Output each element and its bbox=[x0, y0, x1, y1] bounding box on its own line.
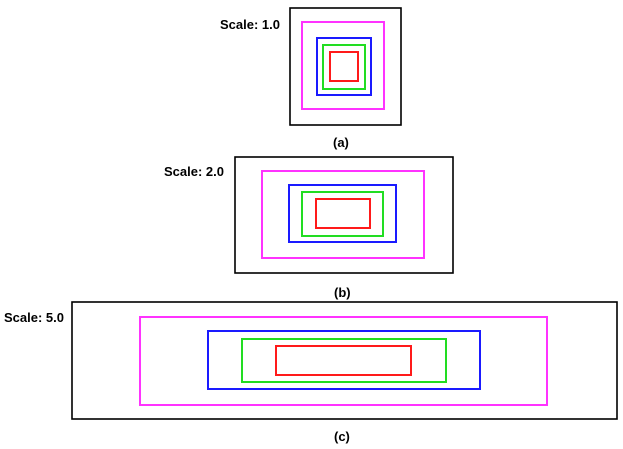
panel-b-red-box bbox=[315, 198, 371, 229]
panel-b-scale-label: Scale: 2.0 bbox=[164, 164, 224, 179]
panel-c-magenta-box bbox=[139, 316, 548, 406]
panel-a-caption: (a) bbox=[333, 135, 349, 150]
panel-a-green-box bbox=[322, 44, 366, 90]
panel-c-blue-box bbox=[207, 330, 481, 390]
panel-c: Scale: 5.0 (c) bbox=[4, 301, 618, 444]
panel-a-red-box bbox=[329, 51, 359, 82]
panel-b-green-box bbox=[301, 191, 384, 237]
panel-a-magenta-box bbox=[301, 21, 385, 110]
panel-a: Scale: 1.0 (a) bbox=[220, 7, 402, 150]
panel-c-green-box bbox=[241, 338, 447, 383]
panel-a-outer-frame bbox=[289, 7, 402, 126]
panel-b-caption: (b) bbox=[334, 285, 351, 300]
panel-a-scale-label: Scale: 1.0 bbox=[220, 17, 280, 32]
panel-b: Scale: 2.0 (b) bbox=[164, 156, 454, 300]
panel-b-blue-box bbox=[288, 184, 397, 243]
panel-c-outer-frame bbox=[71, 301, 618, 420]
panel-b-outer-frame bbox=[234, 156, 454, 274]
panel-c-scale-label: Scale: 5.0 bbox=[4, 310, 64, 325]
panel-a-blue-box bbox=[316, 37, 372, 96]
panel-c-caption: (c) bbox=[334, 429, 350, 444]
panel-b-magenta-box bbox=[261, 170, 425, 259]
panel-c-red-box bbox=[275, 345, 412, 376]
